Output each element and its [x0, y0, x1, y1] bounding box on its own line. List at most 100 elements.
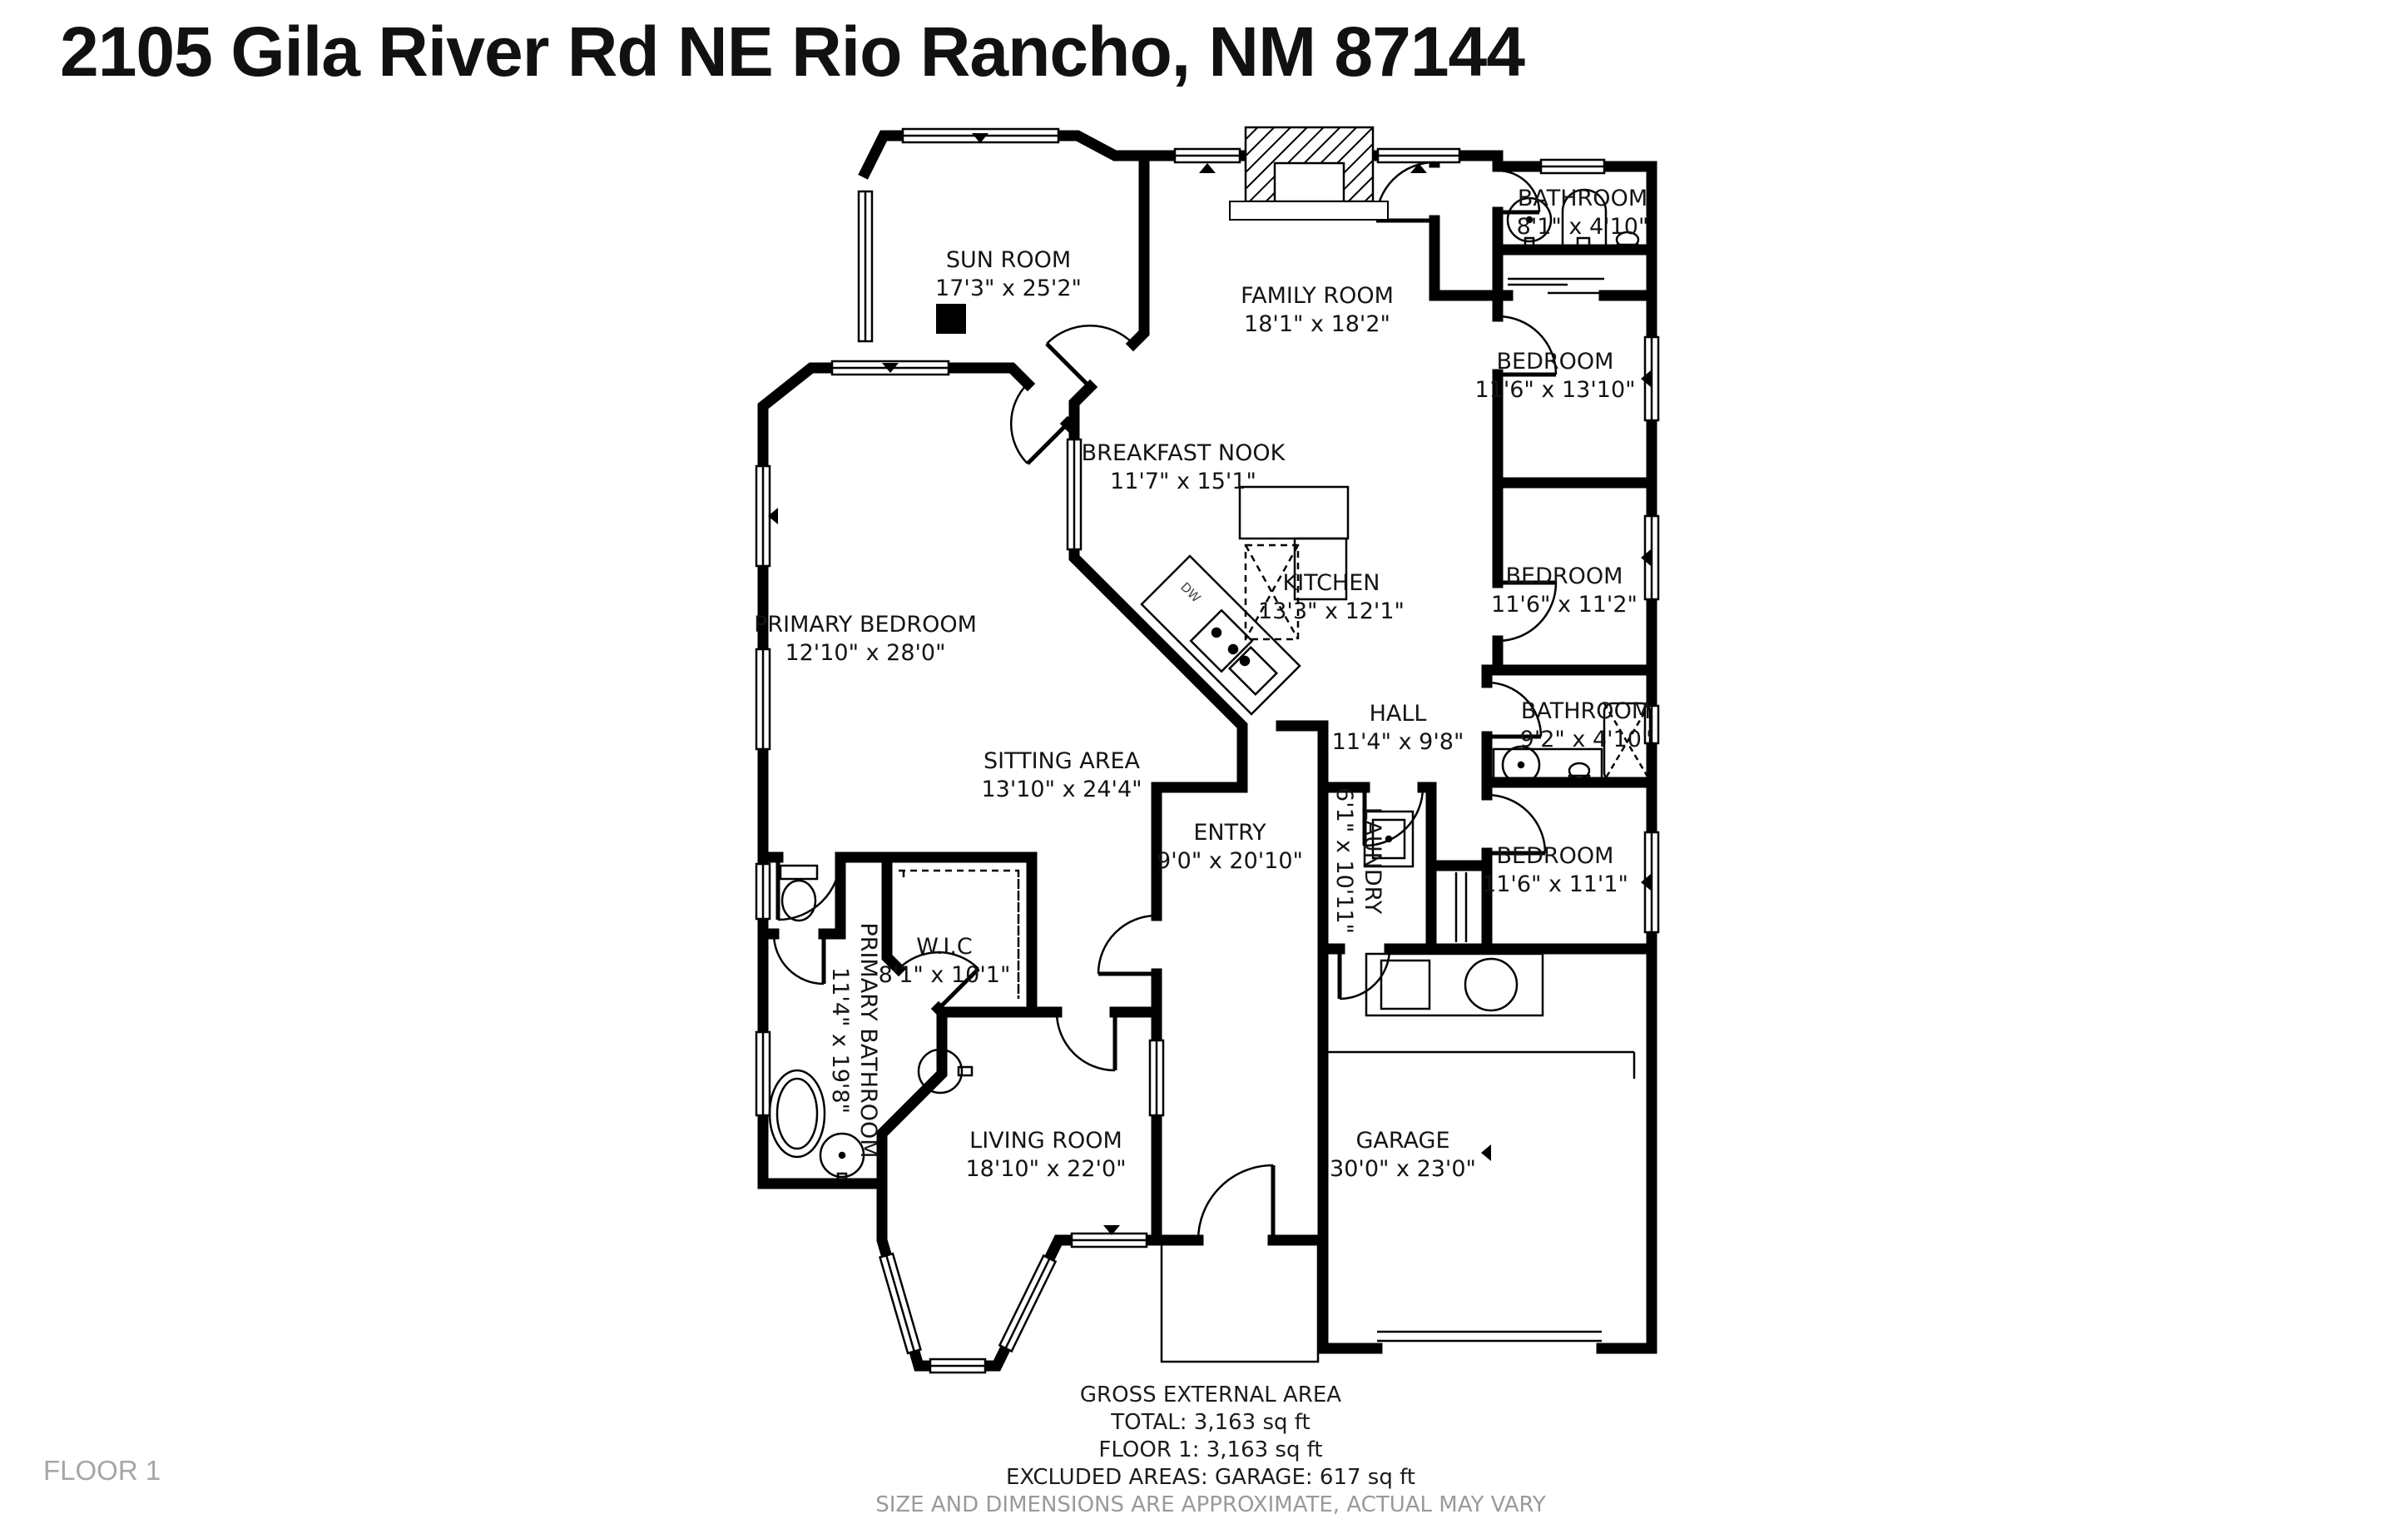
room-name: ENTRY: [1193, 820, 1266, 846]
sink-icon: [1501, 745, 1541, 788]
room-dimensions: 9'2" x 4'10": [1519, 727, 1652, 752]
stove-icon: [1189, 608, 1254, 673]
room-label-sun-room: SUN ROOM 17'3" x 25'2": [935, 246, 1082, 303]
window: [755, 862, 771, 921]
window: [755, 648, 771, 751]
wic-shelves: [899, 869, 1020, 999]
room-dimensions: 12'10" x 28'0": [785, 640, 946, 666]
room-label-bathroom-mid: BATHROOM 9'2" x 4'10": [1520, 697, 1652, 754]
toilet-room-door: [772, 933, 826, 985]
garage-details: [1328, 952, 1636, 1343]
room-name: BATHROOM: [1520, 698, 1652, 724]
room-dimensions: 18'1" x 18'2": [1244, 311, 1390, 337]
furnace-icon: [1380, 959, 1431, 1010]
room-dimensions: 13'3" x 12'1": [1258, 598, 1405, 624]
room-dimensions: 11'4" x 9'8": [1331, 729, 1464, 755]
interior-walls-left: [757, 851, 1038, 1020]
room-name: BEDROOM: [1496, 349, 1614, 375]
toilet-icon: [779, 864, 819, 922]
room-name: BEDROOM: [1496, 843, 1614, 869]
window: [1070, 1232, 1148, 1248]
room-dimensions: 8'1" x 4'10": [1516, 214, 1649, 240]
sink-icon: [1506, 196, 1553, 253]
fixtures-layer: [768, 126, 1652, 1363]
stove-icon: [1227, 645, 1279, 697]
room-dimensions: 8'1" x 10'1": [878, 962, 1011, 988]
doors-layer: [772, 161, 1558, 1241]
room-dimensions: 11'7" x 15'1": [1110, 469, 1256, 494]
room-dimensions: 11'6" x 11'1": [1482, 871, 1628, 897]
equipment-platform: [1365, 952, 1544, 1017]
closet-sliding-doors: [1508, 277, 1604, 295]
room-name: BREAKFAST NOOK: [1081, 440, 1286, 466]
bathtub-icon: [768, 1069, 826, 1159]
window: [1148, 1039, 1165, 1117]
footer-summary: GROSS EXTERNAL AREA TOTAL: 3,163 sq ft F…: [875, 1382, 1546, 1519]
sink-icon: [917, 1048, 974, 1095]
footer-excluded: EXCLUDED AREAS: GARAGE: 617 sq ft: [1005, 1465, 1416, 1490]
garage-door-line: [1377, 1330, 1602, 1343]
closet-sliding-doors: [1454, 872, 1468, 942]
window: [857, 190, 874, 343]
room-label-breakfast-nook: BREAKFAST NOOK 11'7" x 15'1": [1082, 439, 1286, 496]
sunroom-post: [936, 304, 966, 334]
pantry-dashed: [1244, 544, 1300, 641]
primary-bedroom-door: [1009, 383, 1069, 465]
room-name: GARAGE: [1355, 1128, 1450, 1154]
window: [1376, 147, 1461, 164]
laundry-garage-door: [1337, 948, 1391, 1000]
room-dimensions: 6'1" x 10'11": [1331, 787, 1357, 934]
bathtub-icon: [1603, 702, 1652, 782]
room-dimensions: 11'6" x 13'10": [1474, 377, 1636, 403]
footer-floor1: FLOOR 1: 3,163 sq ft: [1098, 1437, 1323, 1462]
window: [755, 1030, 771, 1117]
bedroom2-door: [1497, 580, 1558, 643]
window: [1643, 704, 1660, 745]
sunroom-nook-door: [1045, 325, 1134, 389]
room-name: HALL: [1369, 701, 1427, 727]
room-dimensions: 18'10" x 22'0": [965, 1156, 1127, 1182]
room-name: PRIMARY BATHROOM: [855, 922, 881, 1159]
room-name: SITTING AREA: [983, 748, 1141, 774]
room-dimensions: 30'0" x 23'0": [1330, 1156, 1476, 1182]
window: [879, 1252, 922, 1355]
sunroom-divider-wall: [1068, 150, 1150, 436]
room-name: FAMILY ROOM: [1241, 283, 1394, 309]
window: [1643, 335, 1660, 422]
window: [1066, 438, 1083, 551]
footer-total: TOTAL: 3,163 sq ft: [1111, 1410, 1311, 1435]
shower-icon: [1561, 188, 1608, 248]
room-dimensions: 17'3" x 25'2": [935, 276, 1082, 301]
footer-disclaimer: SIZE AND DIMENSIONS ARE APPROXIMATE, ACT…: [875, 1492, 1546, 1517]
room-name: W.I.C: [916, 934, 973, 960]
room-name: LAUNDRY: [1360, 807, 1385, 915]
garage-interior-line: [1328, 1050, 1636, 1079]
room-dimensions: 11'4" x 19'8": [827, 967, 853, 1114]
dimension-markers: [768, 133, 1651, 1235]
bathroom-mid-door: [1486, 681, 1543, 739]
bedroom1-door: [1497, 315, 1558, 377]
room-name: PRIMARY BEDROOM: [754, 612, 977, 638]
room-dimensions: 11'6" x 11'2": [1491, 592, 1638, 618]
entry-living-door: [1097, 914, 1157, 976]
window: [998, 1253, 1058, 1353]
water-heater-icon: [1464, 957, 1519, 1012]
vanity-counter: [1492, 747, 1603, 782]
room-dimensions: 9'0" x 20'10": [1157, 848, 1303, 874]
window: [755, 464, 771, 568]
dishwasher-label: DW: [1177, 579, 1204, 606]
room-name: SUN ROOM: [945, 247, 1072, 273]
kitchen-counter: [1140, 485, 1350, 716]
